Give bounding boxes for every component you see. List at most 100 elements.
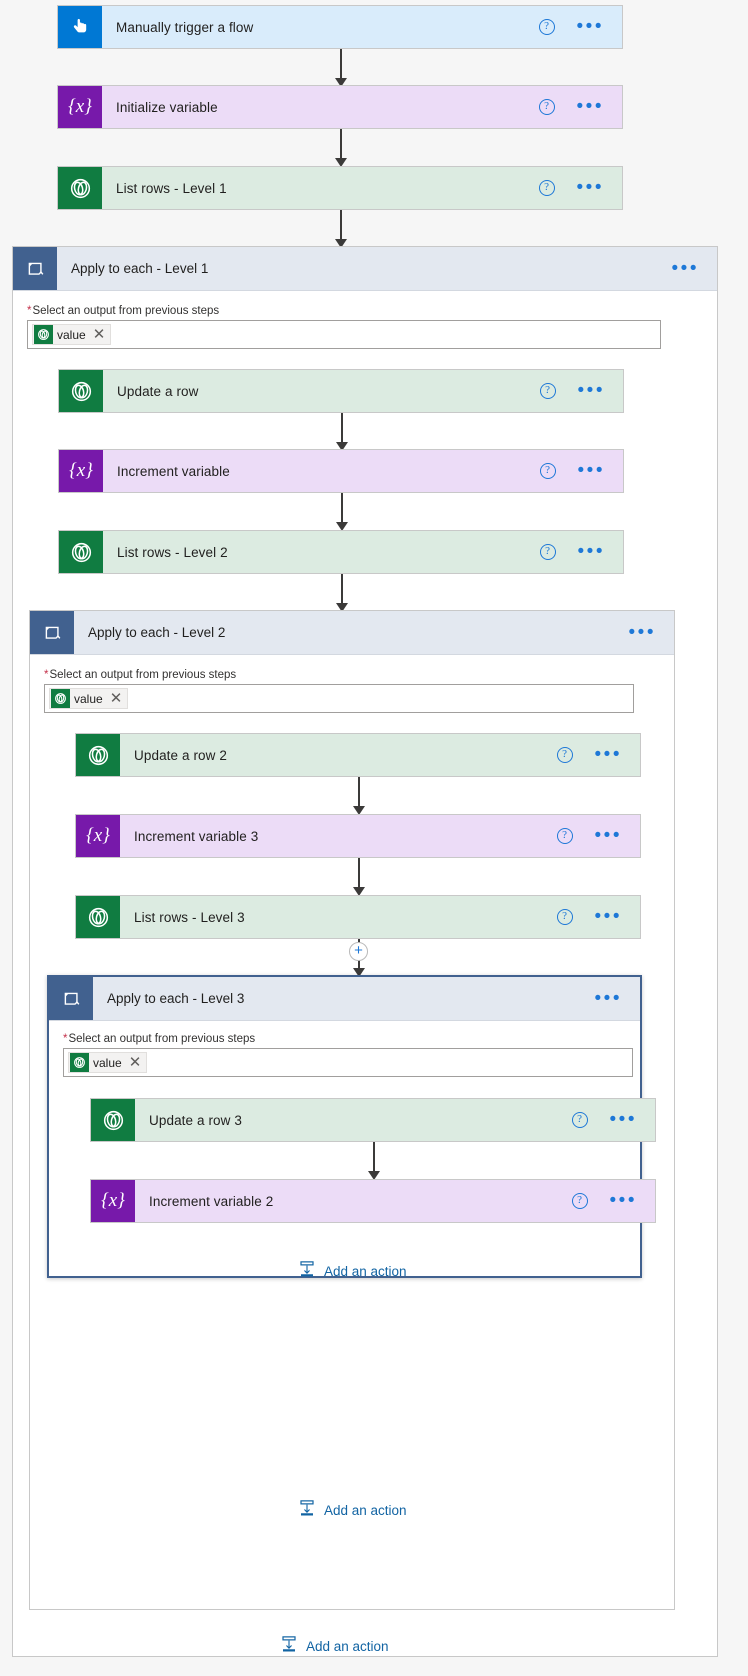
help-icon[interactable]: ? <box>556 747 573 763</box>
card-tools: ? ••• <box>556 815 640 857</box>
overflow-menu-icon[interactable]: ••• <box>609 1190 637 1211</box>
field-input[interactable]: value ✕ <box>27 320 661 349</box>
dataverse-icon <box>91 1099 135 1141</box>
help-icon[interactable]: ? <box>556 828 573 844</box>
close-icon[interactable]: ✕ <box>128 1053 142 1071</box>
scope-title: Apply to each - Level 1 <box>71 261 209 276</box>
token-chip-value[interactable]: value ✕ <box>68 1052 148 1073</box>
overflow-menu-icon[interactable]: ••• <box>594 987 622 1009</box>
step-card-update-a-row-3[interactable]: Update a row 3 ? ••• <box>90 1098 656 1142</box>
connector-arrow <box>334 210 348 248</box>
help-icon[interactable]: ? <box>571 1193 588 1209</box>
apply-to-each-loop-icon <box>49 977 93 1020</box>
dataverse-icon <box>76 896 120 938</box>
token-label: value <box>93 1055 122 1070</box>
token-chip-value[interactable]: value ✕ <box>32 324 112 345</box>
help-icon[interactable]: ? <box>539 544 556 560</box>
connector-arrow <box>334 129 348 167</box>
step-card-increment-variable-2[interactable]: {x} Increment variable 2 ? ••• <box>90 1179 656 1223</box>
step-card-update-a-row[interactable]: Update a row ? ••• <box>58 369 624 413</box>
overflow-menu-icon[interactable]: ••• <box>577 460 605 481</box>
step-title: Increment variable <box>117 463 230 479</box>
step-card-list-rows-level-2[interactable]: List rows - Level 2 ? ••• <box>58 530 624 574</box>
overflow-menu-icon[interactable]: ••• <box>671 257 699 279</box>
dataverse-icon <box>76 734 120 776</box>
overflow-menu-icon[interactable]: ••• <box>594 744 622 765</box>
help-icon[interactable]: ? <box>571 1112 588 1128</box>
card-tools: ? ••• <box>556 896 640 938</box>
variable-icon: {x} <box>76 815 120 857</box>
field-input[interactable]: value ✕ <box>44 684 634 713</box>
step-card-manually-trigger-a-flow[interactable]: Manually trigger a flow ? ••• <box>57 5 623 49</box>
add-action-label: Add an action <box>306 1639 389 1654</box>
help-icon[interactable]: ? <box>538 19 555 35</box>
scope-apply-to-each-level-3[interactable]: Apply to each - Level 3 ••• *Select an o… <box>47 975 656 1279</box>
scope-apply-to-each-level-2[interactable]: Apply to each - Level 2 ••• * Select an o… <box>29 610 675 1654</box>
help-icon[interactable]: ? <box>538 180 555 196</box>
help-icon[interactable]: ? <box>556 909 573 925</box>
close-icon[interactable]: ✕ <box>109 689 123 707</box>
dataverse-icon <box>34 325 53 344</box>
required-marker: * <box>44 669 49 681</box>
step-card-list-rows-level-3[interactable]: List rows - Level 3 ? ••• <box>75 895 641 939</box>
token-label: value <box>74 691 103 706</box>
help-icon[interactable]: ? <box>538 99 555 115</box>
add-action-button-level-3[interactable]: Add an action <box>298 1260 407 1283</box>
overflow-menu-icon[interactable]: ••• <box>576 96 604 117</box>
connector-arrow <box>367 1142 381 1180</box>
step-card-initialize-variable[interactable]: {x} Initialize variable ? ••• <box>57 85 623 129</box>
insert-step-plus-button[interactable]: + <box>349 942 368 961</box>
field-input[interactable]: value ✕ <box>63 1048 633 1077</box>
variable-icon: {x} <box>59 450 103 492</box>
step-card-update-a-row-2[interactable]: Update a row 2 ? ••• <box>75 733 641 777</box>
card-tools: ? ••• <box>571 1180 655 1222</box>
scope-tools: ••• <box>595 977 640 1020</box>
card-tools: ? ••• <box>538 167 622 209</box>
scope-tools: ••• <box>629 611 674 654</box>
scope-header[interactable]: Apply to each - Level 3 ••• <box>49 977 640 1021</box>
step-card-increment-variable-3[interactable]: {x} Increment variable 3 ? ••• <box>75 814 641 858</box>
step-card-increment-variable[interactable]: {x} Increment variable ? ••• <box>58 449 624 493</box>
connector-arrow <box>335 574 349 612</box>
overflow-menu-icon[interactable]: ••• <box>577 380 605 401</box>
scope-header[interactable]: Apply to each - Level 1 ••• <box>13 247 717 291</box>
dataverse-icon <box>59 370 103 412</box>
connector-arrow <box>352 777 366 815</box>
connector-arrow <box>352 858 366 896</box>
variable-icon: {x} <box>58 86 102 128</box>
apply-to-each-loop-icon <box>30 611 74 654</box>
variable-icon: {x} <box>91 1180 135 1222</box>
dataverse-icon <box>58 167 102 209</box>
overflow-menu-icon[interactable]: ••• <box>594 906 622 927</box>
add-action-label: Add an action <box>324 1503 407 1518</box>
help-icon[interactable]: ? <box>539 383 556 399</box>
overflow-menu-icon[interactable]: ••• <box>628 621 656 643</box>
overflow-menu-icon[interactable]: ••• <box>609 1109 637 1130</box>
card-tools: ? ••• <box>539 370 623 412</box>
help-icon[interactable]: ? <box>539 463 556 479</box>
scope-header[interactable]: Apply to each - Level 2 ••• <box>30 611 674 655</box>
step-title: Increment variable 2 <box>149 1193 274 1209</box>
scope-title: Apply to each - Level 2 <box>88 625 226 640</box>
scope-title: Apply to each - Level 3 <box>107 991 245 1006</box>
add-action-button-level-1[interactable]: Add an action <box>298 1499 407 1522</box>
overflow-menu-icon[interactable]: ••• <box>577 541 605 562</box>
step-title: List rows - Level 1 <box>116 180 227 196</box>
step-title: Manually trigger a flow <box>116 19 254 35</box>
add-action-button-level-2[interactable]: Add an action <box>280 1635 389 1658</box>
overflow-menu-icon[interactable]: ••• <box>576 16 604 37</box>
close-icon[interactable]: ✕ <box>92 325 106 343</box>
step-title: Initialize variable <box>116 99 218 115</box>
connector-arrow <box>335 493 349 531</box>
card-tools: ? ••• <box>538 6 622 48</box>
step-card-list-rows-level-1[interactable]: List rows - Level 1 ? ••• <box>57 166 623 210</box>
step-title: Update a row <box>117 383 199 399</box>
overflow-menu-icon[interactable]: ••• <box>594 825 622 846</box>
token-chip-value[interactable]: value ✕ <box>49 688 129 709</box>
card-tools: ? ••• <box>538 86 622 128</box>
field-label-text: Select an output from previous steps <box>68 1033 256 1045</box>
scope-apply-to-each-level-1[interactable]: Apply to each - Level 1 ••• * Select an o… <box>12 246 718 1657</box>
step-title: List rows - Level 3 <box>134 909 245 925</box>
hand-pointer-icon <box>58 6 102 48</box>
overflow-menu-icon[interactable]: ••• <box>576 177 604 198</box>
